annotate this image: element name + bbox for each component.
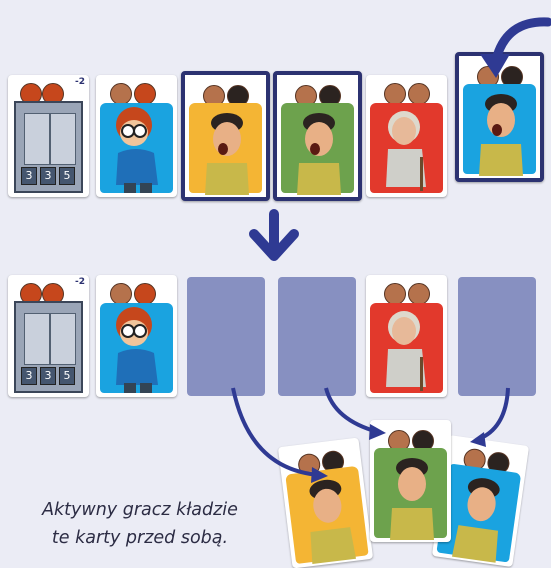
elevator-card: -2 3 3 5 [8,275,89,397]
elevator-card: -2 3 3 5 [8,75,89,197]
floor-label: 3 [40,367,56,385]
floor-label: 3 [40,167,56,185]
player-card-yellow [277,437,374,568]
elevator-score: -2 [75,277,85,287]
passenger-nerd-figure [116,107,158,193]
curved-arrow-icon [475,387,510,442]
passenger-man-figure [390,458,434,540]
caption-line-1: Aktywny gracz kładzie [42,500,238,520]
caption-line-2: te karty przed sobą. [51,528,229,548]
passenger-card-red [366,275,447,397]
curved-arrow-icon [491,17,551,65]
passenger-card-blue [96,275,177,397]
floor-label: 3 [21,367,37,385]
floor-label: 3 [21,167,37,185]
elevator-score: -2 [75,77,85,87]
passenger-man-figure [297,113,341,195]
down-arrow-icon [249,209,299,261]
passenger-card-blue [96,75,177,197]
passenger-card-yellow-selected [181,71,270,201]
curved-arrow-head [480,54,510,78]
empty-slot [278,277,356,396]
elevator-doors: 3 3 5 [14,101,83,193]
passenger-man-figure [309,479,357,565]
passenger-man-figure [205,113,249,195]
floor-label: 5 [59,367,75,385]
player-card-blue [431,434,530,568]
passenger-man-figure [451,478,500,563]
curved-arrow-icon [231,387,321,477]
caption: Aktywny gracz kładzie te karty przed sob… [0,496,280,552]
player-card-green [370,420,451,542]
passenger-card-blue-selected [455,52,544,182]
empty-slot [187,277,265,396]
empty-slot [458,277,536,396]
elevator-doors: 3 3 5 [14,301,83,393]
passenger-nerd-figure [116,307,158,393]
passenger-card-red [366,75,447,197]
floor-label: 5 [59,167,75,185]
passenger-oldman-figure [386,311,426,391]
passenger-card-green-selected [273,71,362,201]
passenger-oldman-figure [386,111,426,191]
passenger-man-figure [479,94,523,176]
